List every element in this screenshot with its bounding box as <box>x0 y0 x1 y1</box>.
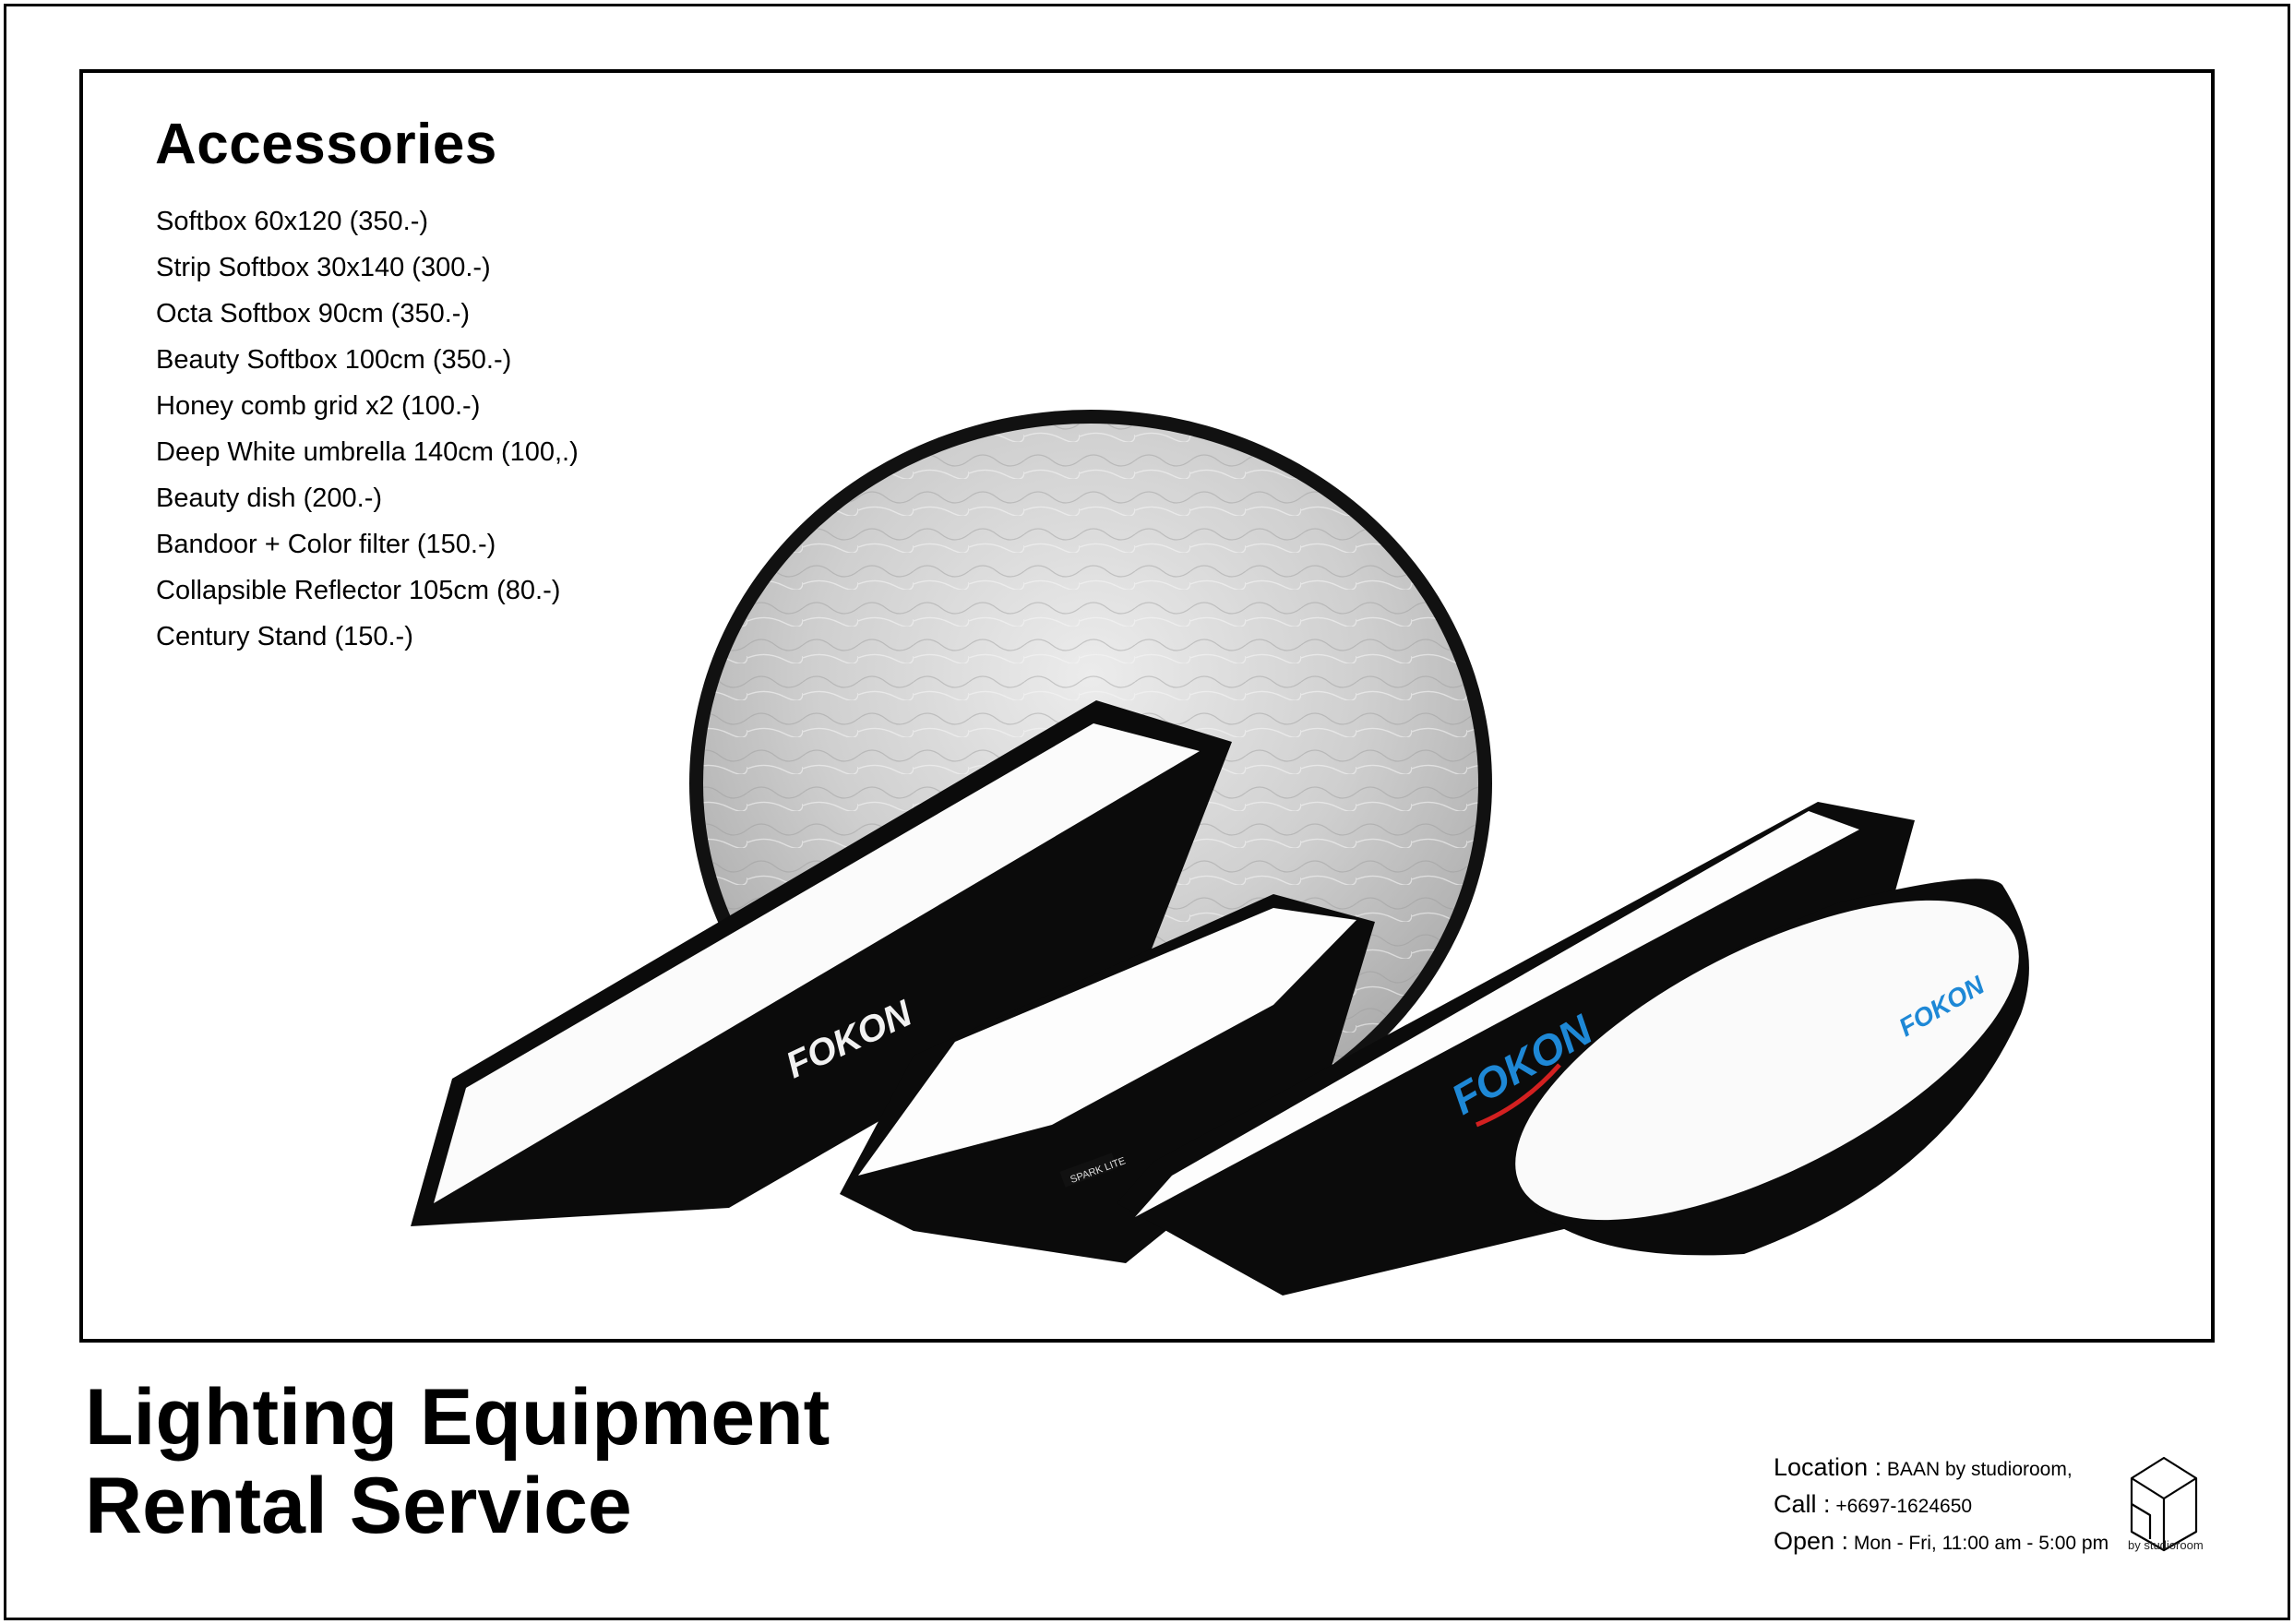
page-title: Lighting Equipment Rental Service <box>85 1373 830 1550</box>
call-label: Call : <box>1774 1490 1831 1518</box>
open-label: Open : <box>1774 1527 1849 1555</box>
accessory-item: Bandoor + Color filter (150.-) <box>156 530 496 559</box>
page-title-line1: Lighting Equipment <box>85 1373 830 1462</box>
accessory-item: Century Stand (150.-) <box>156 622 413 651</box>
accessory-item: Honey comb grid x2 (100.-) <box>156 391 481 421</box>
contact-location: Location : BAAN by studioroom, <box>1774 1449 2109 1486</box>
location-label: Location : <box>1774 1453 1882 1481</box>
accessory-item: Softbox 60x120 (350.-) <box>156 207 429 236</box>
house-logo-icon <box>2130 1456 2198 1552</box>
contact-open: Open : Mon - Fri, 11:00 am - 5:00 pm <box>1774 1522 2109 1559</box>
logo-caption: by studioroom <box>2128 1538 2204 1552</box>
contact-call: Call : +6697-1624650 <box>1774 1486 2109 1522</box>
open-value: Mon - Fri, 11:00 am - 5:00 pm <box>1848 1533 2109 1554</box>
product-illustration: FOKON SPARK LITE FOKON FOKON <box>411 410 2029 1296</box>
location-value: BAAN by studioroom, <box>1882 1459 2073 1480</box>
outer-frame <box>4 4 2290 1620</box>
beauty-softbox-icon: FOKON <box>1515 878 2029 1256</box>
accessory-item: Beauty Softbox 100cm (350.-) <box>156 345 512 375</box>
strip-softbox-icon: FOKON <box>411 700 1232 1226</box>
accessory-item: Collapsible Reflector 105cm (80.-) <box>156 576 561 605</box>
accessory-item: Beauty dish (200.-) <box>156 484 383 513</box>
accessories-list: Softbox 60x120 (350.-) Strip Softbox 30x… <box>156 198 579 660</box>
contact-info: Location : BAAN by studioroom, Call : +6… <box>1774 1449 2109 1559</box>
accessory-item: Deep White umbrella 140cm (100,.) <box>156 437 579 467</box>
call-value: +6697-1624650 <box>1830 1496 1973 1517</box>
page-title-line2: Rental Service <box>85 1462 632 1550</box>
octa-softbox-icon: SPARK LITE <box>840 894 1375 1263</box>
accessories-title: Accessories <box>155 113 497 176</box>
accessory-item: Octa Softbox 90cm (350.-) <box>156 299 471 328</box>
accessories-panel: FOKON SPARK LITE FOKON FOKON Accessories… <box>79 69 2215 1343</box>
accessory-item: Strip Softbox 30x140 (300.-) <box>156 253 491 282</box>
